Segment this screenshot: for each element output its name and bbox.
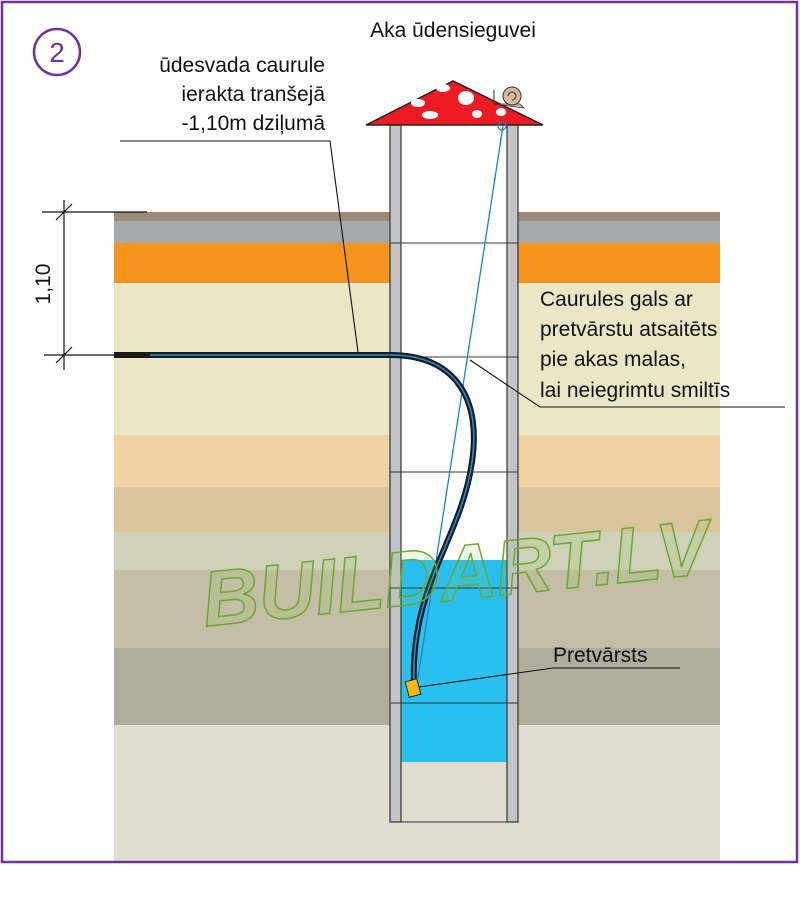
valve-label: Pretvārsts: [553, 644, 648, 667]
pipe-end-label-line-4: lai neiegrimtu smiltīs: [540, 379, 730, 402]
check-valve: [404, 678, 422, 698]
roof: [365, 80, 544, 126]
pipe-label-line-2: ierakta tranšejā: [181, 83, 325, 106]
leader-lines: [120, 140, 785, 688]
title: Aka ūdensieguvei: [370, 19, 536, 42]
pipe-end-label-line-3: pie akas malas,: [540, 348, 686, 371]
water-pipe: [114, 352, 477, 686]
water: [401, 560, 507, 762]
snail-icon: [493, 86, 526, 109]
depth-dimension: [42, 200, 147, 370]
dimension-label: 1,10: [32, 264, 55, 305]
pipe-end-label-line-2: pretvārstu atsaitēts: [540, 318, 717, 341]
frame: [0, 0, 799, 864]
step-number: 2: [49, 37, 65, 68]
pipe-label-line-1: ūdesvada caurule: [159, 54, 325, 77]
pipe-label-line-3: -1,10m dziļumā: [181, 112, 325, 135]
step-badge: [32, 27, 82, 77]
pipe-end-label-line-1: Caurules gals ar: [540, 288, 693, 311]
